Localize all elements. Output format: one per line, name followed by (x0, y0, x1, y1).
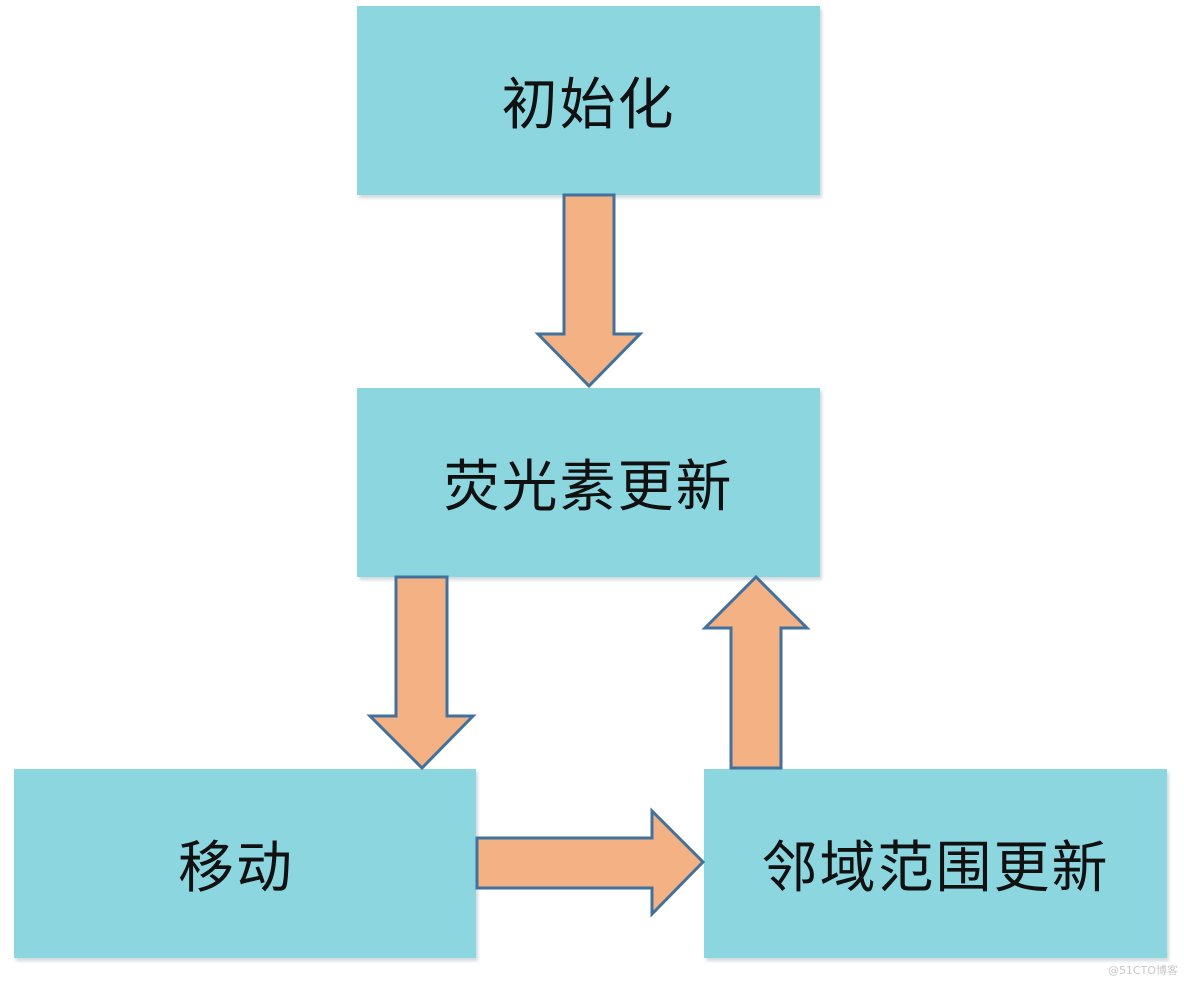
node-init-label: 初始化 (501, 73, 676, 138)
watermark: @51CTO博客 (1107, 964, 1178, 977)
arrow-init-to-fluorescein (534, 193, 644, 389)
node-init: 初始化 (357, 6, 820, 195)
arrow-move-to-neighborhood (475, 807, 706, 918)
node-neighborhood-update-label: 邻域范围更新 (761, 836, 1110, 901)
arrow-neighborhood-to-fluorescein (701, 574, 811, 770)
arrow-fluorescein-to-move (366, 575, 477, 771)
node-fluorescein-update: 荧光素更新 (357, 388, 820, 577)
node-move: 移动 (14, 769, 476, 958)
node-move-label: 移动 (178, 836, 294, 901)
node-neighborhood-update: 邻域范围更新 (704, 769, 1167, 958)
node-fluorescein-update-label: 荧光素更新 (443, 455, 734, 520)
